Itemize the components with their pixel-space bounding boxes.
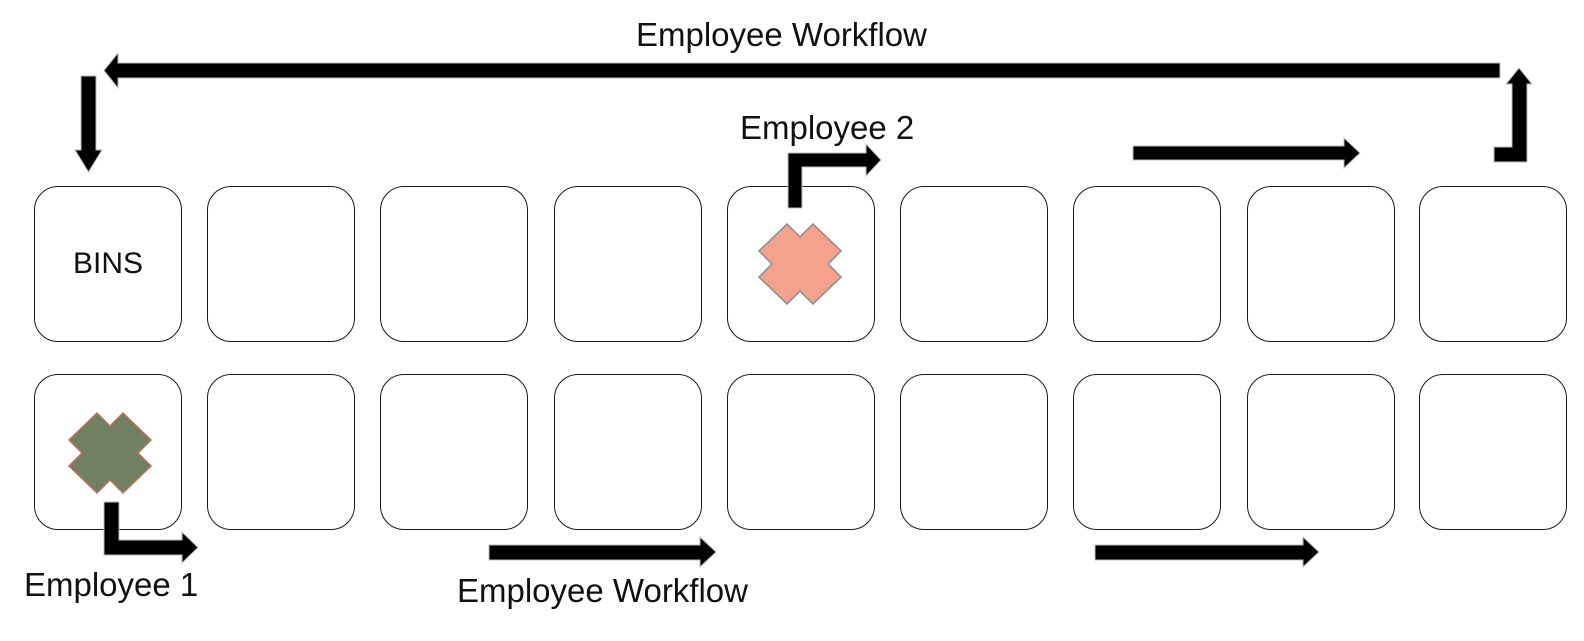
arrow-top-left bbox=[103, 51, 1501, 90]
bin-bottom-4 bbox=[554, 374, 702, 530]
arrow-down-bins bbox=[74, 75, 103, 173]
title-bottom: Employee Workflow bbox=[457, 572, 748, 609]
bin-bottom-3 bbox=[380, 374, 528, 530]
bin-top-6 bbox=[900, 186, 1048, 342]
bin-top-8 bbox=[1247, 186, 1395, 342]
title-top: Employee Workflow bbox=[636, 16, 927, 53]
arrow-top-right bbox=[1132, 136, 1361, 170]
bin-top-2 bbox=[207, 186, 355, 342]
bin-top-4 bbox=[554, 186, 702, 342]
arrow-corner-up bbox=[1493, 67, 1534, 163]
arrow-employee-2 bbox=[787, 142, 882, 209]
employee-1-marker-icon bbox=[67, 411, 153, 495]
bin-bottom-2 bbox=[207, 374, 355, 530]
bin-top-3 bbox=[380, 186, 528, 342]
bin-label: BINS bbox=[72, 247, 144, 280]
bin-bottom-7 bbox=[1073, 374, 1221, 530]
arrow-bottom-right bbox=[1094, 535, 1320, 569]
bin-top-9 bbox=[1419, 186, 1567, 342]
label-employee-2: Employee 2 bbox=[740, 109, 915, 146]
bin-bottom-5 bbox=[727, 374, 875, 530]
bin-top-7 bbox=[1073, 186, 1221, 342]
arrow-employee-1 bbox=[103, 501, 199, 565]
bin-bottom-9 bbox=[1419, 374, 1567, 530]
bin-bottom-8 bbox=[1247, 374, 1395, 530]
label-employee-1: Employee 1 bbox=[24, 566, 199, 603]
employee-2-marker-icon bbox=[757, 222, 843, 306]
arrow-bottom-middle bbox=[488, 535, 717, 569]
bin-top-1: BINS bbox=[34, 186, 182, 342]
bin-bottom-6 bbox=[900, 374, 1048, 530]
